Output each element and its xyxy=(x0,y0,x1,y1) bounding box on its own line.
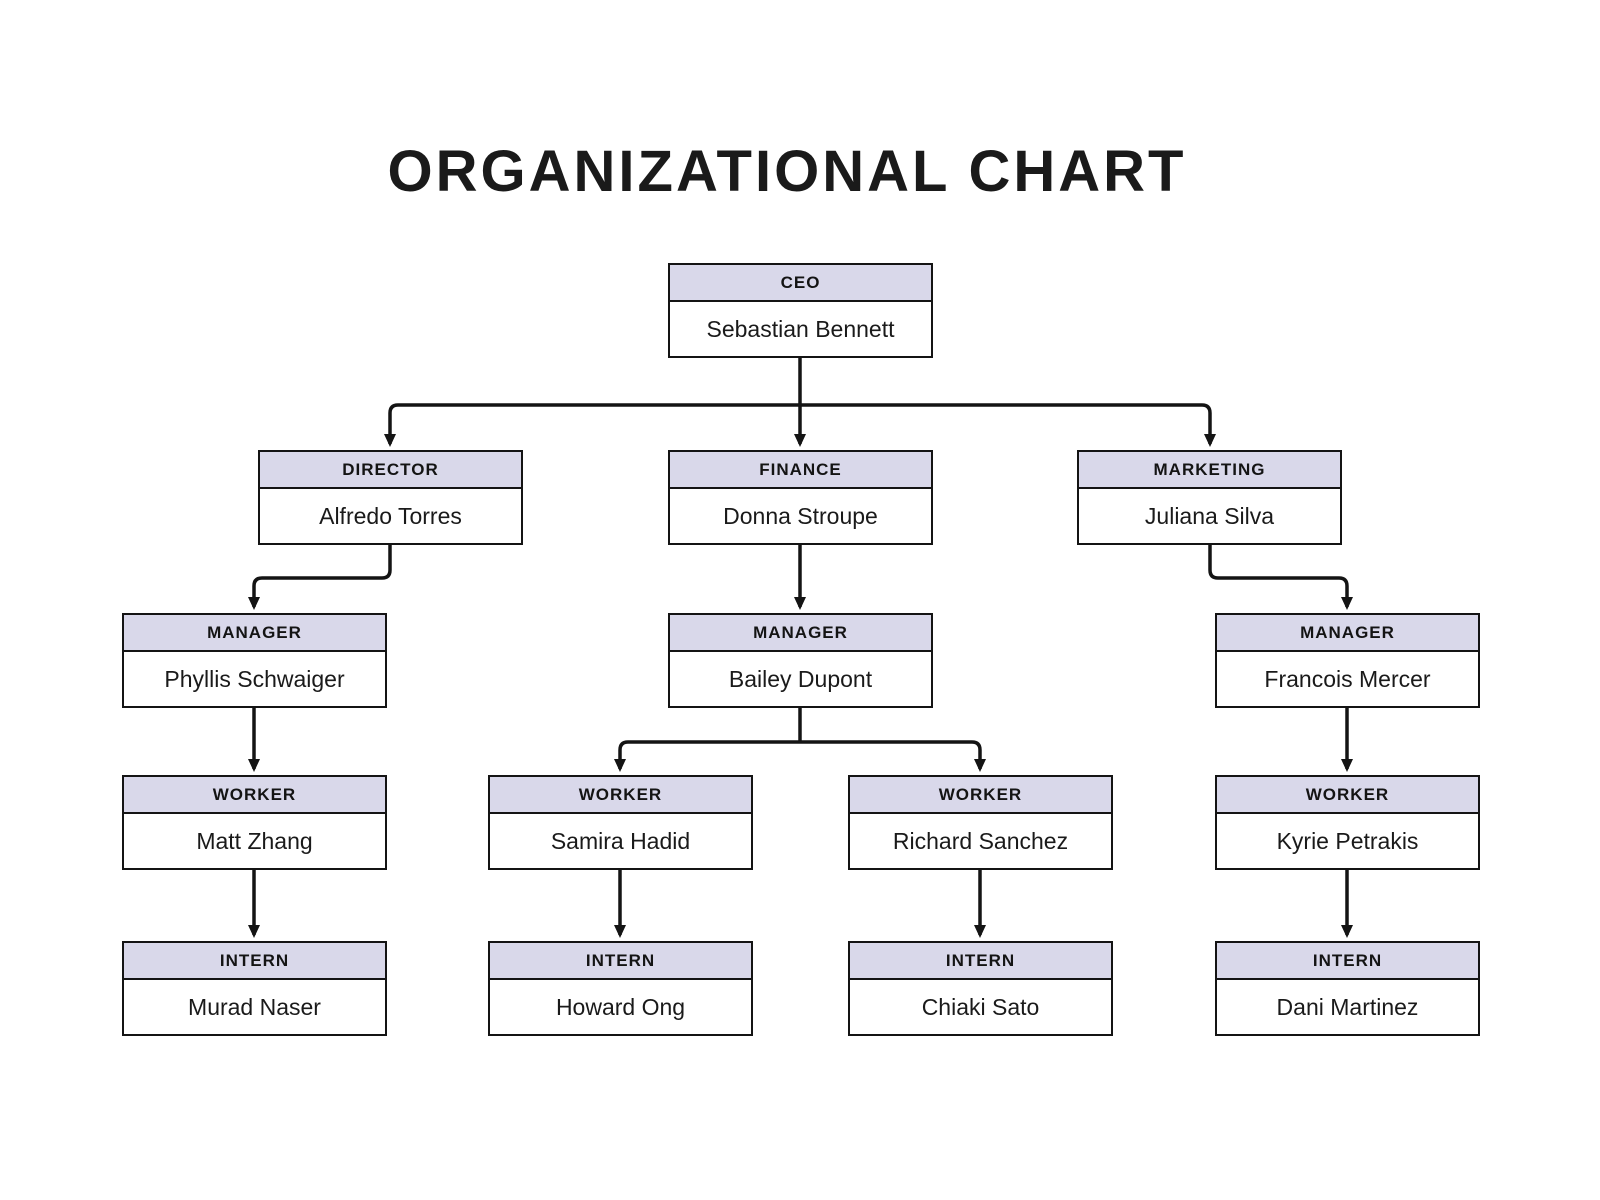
name-cell: Bailey Dupont xyxy=(670,652,931,706)
role-label: WORKER xyxy=(1305,784,1390,804)
connector-ceo-marketing xyxy=(800,403,1216,447)
person-name: Richard Sanchez xyxy=(892,827,1069,854)
role-label: INTERN xyxy=(219,950,290,970)
name-cell: Juliana Silva xyxy=(1079,489,1340,543)
role-header: INTERN xyxy=(850,943,1111,980)
person-name: Howard Ong xyxy=(555,993,686,1020)
org-node-manager-2: MANAGER Bailey Dupont xyxy=(668,613,933,708)
org-node-worker-3: WORKER Richard Sanchez xyxy=(848,775,1113,870)
role-label: WORKER xyxy=(578,784,663,804)
role-header: WORKER xyxy=(1217,777,1478,814)
role-label: DIRECTOR xyxy=(342,459,439,479)
person-name: Kyrie Petrakis xyxy=(1276,827,1419,854)
connector-manager2-worker3 xyxy=(800,740,986,772)
role-header: WORKER xyxy=(850,777,1111,814)
name-cell: Dani Martinez xyxy=(1217,980,1478,1034)
name-cell: Donna Stroupe xyxy=(670,489,931,543)
person-name: Samira Hadid xyxy=(550,827,691,854)
person-name: Alfredo Torres xyxy=(319,502,462,529)
name-cell: Sebastian Bennett xyxy=(670,302,931,356)
person-name: Murad Naser xyxy=(188,993,321,1020)
role-label: MANAGER xyxy=(1300,622,1395,642)
person-name: Chiaki Sato xyxy=(921,993,1040,1020)
org-node-manager-1: MANAGER Phyllis Schwaiger xyxy=(122,613,387,708)
connector-manager2-worker2 xyxy=(614,740,800,772)
org-node-intern-4: INTERN Dani Martinez xyxy=(1215,941,1480,1036)
role-label: INTERN xyxy=(945,950,1016,970)
org-node-manager-3: MANAGER Francois Mercer xyxy=(1215,613,1480,708)
role-header: INTERN xyxy=(1217,943,1478,980)
role-header: WORKER xyxy=(124,777,385,814)
role-header: MANAGER xyxy=(670,615,931,652)
role-label: CEO xyxy=(780,272,821,292)
org-node-ceo: CEO Sebastian Bennett xyxy=(668,263,933,358)
connector-director-manager1 xyxy=(248,545,392,610)
name-cell: Phyllis Schwaiger xyxy=(124,652,385,706)
connector-ceo-director xyxy=(384,403,800,447)
role-header: WORKER xyxy=(490,777,751,814)
person-name: Bailey Dupont xyxy=(728,665,873,692)
person-name: Sebastian Bennett xyxy=(706,315,895,342)
role-label: MANAGER xyxy=(207,622,302,642)
org-node-worker-2: WORKER Samira Hadid xyxy=(488,775,753,870)
org-node-intern-2: INTERN Howard Ong xyxy=(488,941,753,1036)
role-label: WORKER xyxy=(212,784,297,804)
connector-marketing-manager3 xyxy=(1208,545,1353,610)
org-node-worker-4: WORKER Kyrie Petrakis xyxy=(1215,775,1480,870)
role-header: MARKETING xyxy=(1079,452,1340,489)
org-node-marketing: MARKETING Juliana Silva xyxy=(1077,450,1342,545)
role-header: INTERN xyxy=(124,943,385,980)
person-name: Donna Stroupe xyxy=(723,502,878,529)
role-label: MARKETING xyxy=(1153,459,1266,479)
name-cell: Howard Ong xyxy=(490,980,751,1034)
role-header: FINANCE xyxy=(670,452,931,489)
role-header: INTERN xyxy=(490,943,751,980)
person-name: Dani Martinez xyxy=(1276,993,1419,1020)
name-cell: Francois Mercer xyxy=(1217,652,1478,706)
person-name: Phyllis Schwaiger xyxy=(164,665,345,692)
name-cell: Matt Zhang xyxy=(124,814,385,868)
name-cell: Alfredo Torres xyxy=(260,489,521,543)
person-name: Matt Zhang xyxy=(196,827,313,854)
org-node-worker-1: WORKER Matt Zhang xyxy=(122,775,387,870)
role-header: CEO xyxy=(670,265,931,302)
name-cell: Richard Sanchez xyxy=(850,814,1111,868)
role-header: MANAGER xyxy=(1217,615,1478,652)
role-label: INTERN xyxy=(585,950,656,970)
role-label: MANAGER xyxy=(753,622,848,642)
role-label: WORKER xyxy=(938,784,1023,804)
name-cell: Murad Naser xyxy=(124,980,385,1034)
person-name: Francois Mercer xyxy=(1264,665,1431,692)
org-node-director: DIRECTOR Alfredo Torres xyxy=(258,450,523,545)
role-label: INTERN xyxy=(1312,950,1383,970)
role-header: MANAGER xyxy=(124,615,385,652)
name-cell: Kyrie Petrakis xyxy=(1217,814,1478,868)
name-cell: Samira Hadid xyxy=(490,814,751,868)
org-node-intern-3: INTERN Chiaki Sato xyxy=(848,941,1113,1036)
org-node-intern-1: INTERN Murad Naser xyxy=(122,941,387,1036)
chart-title: ORGANIZATIONAL CHART xyxy=(387,139,1187,204)
role-label: FINANCE xyxy=(759,459,842,479)
person-name: Juliana Silva xyxy=(1144,502,1275,529)
role-header: DIRECTOR xyxy=(260,452,521,489)
name-cell: Chiaki Sato xyxy=(850,980,1111,1034)
org-node-finance: FINANCE Donna Stroupe xyxy=(668,450,933,545)
